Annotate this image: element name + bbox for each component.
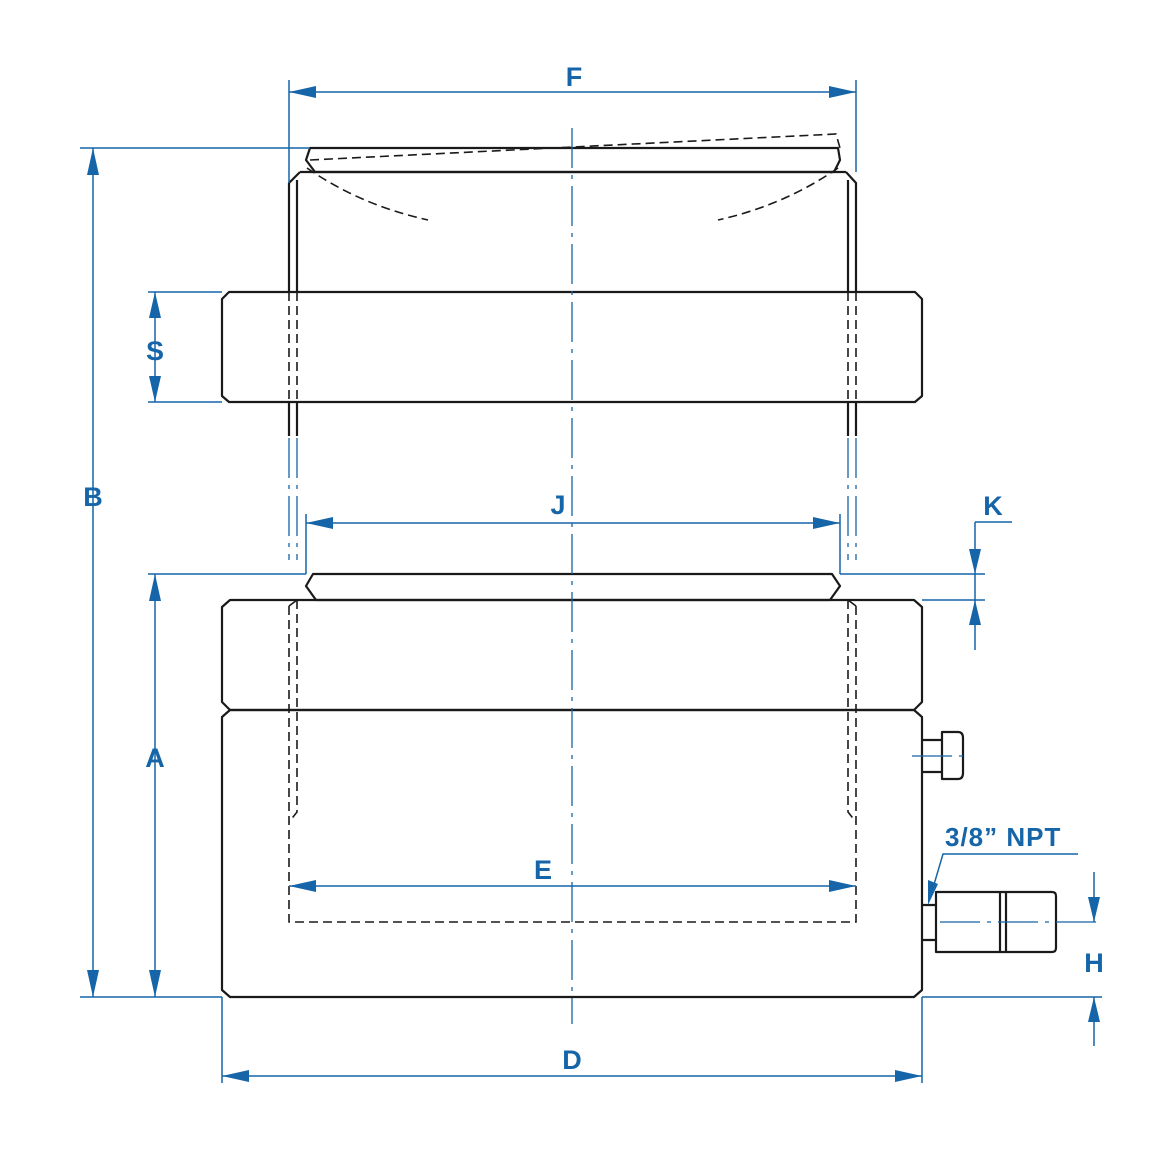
dimension-s-label: S xyxy=(146,336,164,366)
dimension-s: S xyxy=(146,291,222,403)
port-callout-label: 3/8” NPT xyxy=(945,822,1061,852)
dimension-d: D xyxy=(221,997,923,1083)
lower-view xyxy=(220,572,1058,999)
dimension-h-arrow-top xyxy=(1088,897,1100,922)
dimension-a-arrow-bottom xyxy=(149,970,161,997)
dimension-e-arrow-left xyxy=(289,880,316,892)
dimension-b-arrow-bottom xyxy=(87,970,99,997)
dimension-k-arrow-top xyxy=(969,549,981,574)
dimension-d-arrow-left xyxy=(222,1070,249,1082)
dimension-e-arrow-right xyxy=(829,880,856,892)
break-line-right xyxy=(847,438,857,560)
dimension-b-arrow-top xyxy=(87,148,99,175)
dimension-b: B xyxy=(80,147,310,998)
dimension-j-arrow-right xyxy=(813,517,840,529)
cylinder-body xyxy=(220,708,924,999)
dimension-a: A xyxy=(145,573,306,997)
dimension-d-label: D xyxy=(562,1045,582,1075)
dimension-e-label: E xyxy=(534,855,552,885)
dimension-k: K xyxy=(840,491,1012,650)
plunger-hidden xyxy=(288,606,857,923)
stop-ring xyxy=(220,290,924,404)
saddle-cap-retracted xyxy=(304,572,842,602)
port-callout: 3/8” NPT xyxy=(928,822,1078,905)
dimension-d-arrow-right xyxy=(895,1070,922,1082)
dimension-f-label: F xyxy=(566,62,583,92)
dimension-j-label: J xyxy=(550,490,565,520)
dimension-f: F xyxy=(288,62,857,183)
port-callout-arrow xyxy=(928,880,938,905)
saddle-tilt-line xyxy=(309,133,841,161)
break-line-left xyxy=(288,438,298,560)
dimension-f-arrow-right xyxy=(829,86,856,98)
dimension-h-arrow-bottom xyxy=(1088,997,1100,1022)
dimension-j-arrow-left xyxy=(306,517,333,529)
dimension-a-arrow-top xyxy=(149,574,161,601)
dimension-k-arrow-bottom xyxy=(969,600,981,625)
dimension-b-label: B xyxy=(83,482,103,512)
dimension-h: H xyxy=(922,872,1104,1046)
plunger-inner-edges xyxy=(295,180,850,292)
dimension-a-label: A xyxy=(145,743,165,773)
plunger-inner-lower xyxy=(295,402,850,436)
tilt-arc-left xyxy=(306,167,429,221)
dimension-s-arrow-bottom xyxy=(149,376,161,402)
plunger-lower-edges xyxy=(287,402,858,436)
tilt-arc-right xyxy=(717,167,839,221)
plunger-hidden-inner xyxy=(288,600,857,823)
dimension-e: E xyxy=(289,855,856,892)
plunger-hidden-bore xyxy=(288,599,857,607)
dimension-f-arrow-left xyxy=(289,86,316,98)
saddle-cap xyxy=(304,146,842,174)
dimension-j: J xyxy=(305,490,841,574)
dimension-k-label: K xyxy=(983,491,1003,521)
upper-view xyxy=(220,133,924,560)
dimension-s-arrow-top xyxy=(149,292,161,318)
dimension-h-label: H xyxy=(1084,948,1104,978)
